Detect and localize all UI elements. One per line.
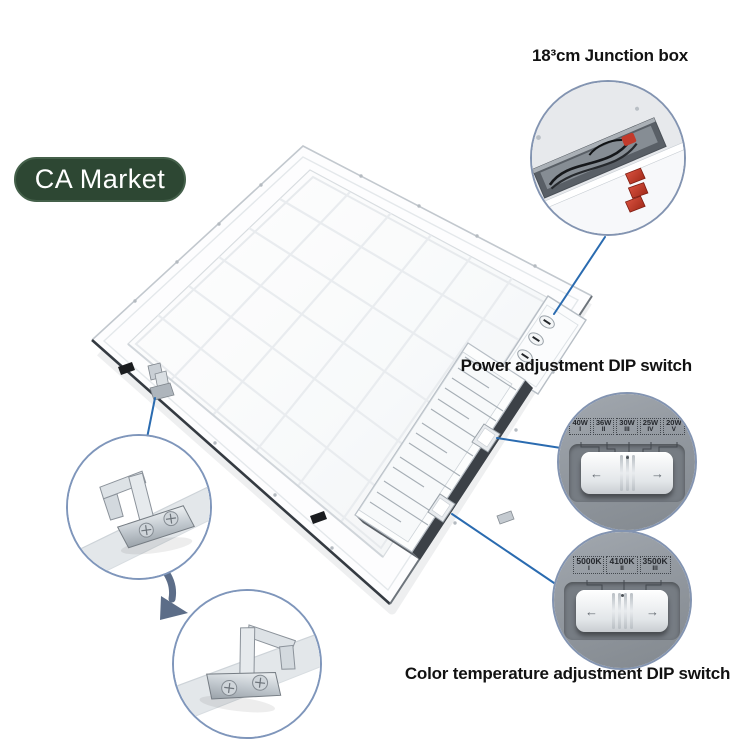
edge-clip-bottom <box>310 511 327 524</box>
junction-channel <box>532 82 684 234</box>
mounting-bracket-bottom <box>496 510 515 525</box>
junction-box-label: 18³cm Junction box <box>531 46 689 65</box>
edge-clip-left <box>118 362 135 375</box>
power-dip-rocker: ← → <box>581 452 673 494</box>
rocker-ridges <box>612 452 642 494</box>
mounting-bracket-left <box>147 362 175 401</box>
right-arrow-icon: → <box>646 603 659 619</box>
callout-line-bracket <box>146 397 156 439</box>
left-arrow-icon: ← <box>585 603 598 619</box>
bracket-inset-2 <box>172 589 322 739</box>
wire-ports <box>517 315 555 363</box>
bracket-inset-1 <box>66 434 212 580</box>
color-dip-switch-cutout <box>427 493 456 523</box>
driver-box <box>354 342 533 560</box>
wire-nuts <box>624 167 649 213</box>
color-dip-rocker: ← → <box>576 590 668 632</box>
junction-box <box>499 295 587 395</box>
panel-shadow <box>97 299 592 615</box>
left-arrow-icon: ← <box>590 465 603 481</box>
mounting-bracket <box>99 470 195 555</box>
power-dip-switch-cutout <box>471 423 501 453</box>
right-arrow-icon: → <box>651 465 664 481</box>
power-dip-label: Power adjustment DIP switch <box>460 356 693 375</box>
junction-box-inset <box>530 80 686 236</box>
driver-label-text-lines <box>369 356 517 526</box>
wires <box>548 138 632 186</box>
bracket-photo-1 <box>68 436 210 578</box>
market-badge: CA Market <box>14 157 186 202</box>
callout-line-color <box>451 513 558 586</box>
callout-line-junction <box>553 236 606 315</box>
bracket-photo-2 <box>174 591 320 737</box>
color-dip-label: Color temperature adjustment DIP switch <box>404 664 731 683</box>
driver-label <box>358 351 513 543</box>
junction-box-inset-photo <box>532 82 684 234</box>
embossed-grid <box>157 191 525 523</box>
callout-line-power <box>496 437 562 449</box>
callout-lines <box>146 236 606 586</box>
dip-trace-lines <box>580 442 678 452</box>
market-badge-label: CA Market <box>34 164 166 194</box>
mounting-bracket <box>199 624 297 713</box>
dip-trace-lines <box>586 580 662 590</box>
rocker-ridges <box>607 590 637 632</box>
